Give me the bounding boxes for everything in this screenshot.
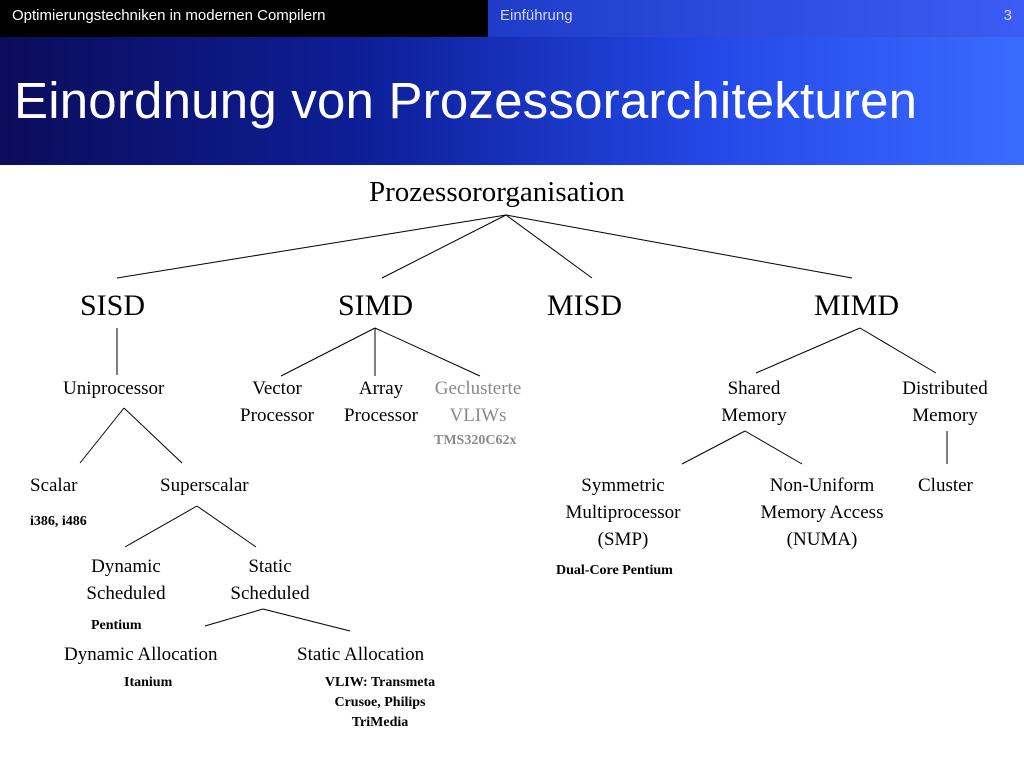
- edge-shared-smp: [681, 430, 746, 465]
- node-dynamic-scheduled: Dynamic Scheduled: [76, 553, 176, 607]
- node-mimd: MIMD: [814, 289, 900, 322]
- node-distributed-memory: Distributed Memory: [890, 375, 1000, 429]
- example-i386-i486: i386, i486: [30, 514, 87, 529]
- node-smp-line1: Symmetric: [581, 475, 665, 496]
- section-bar: Einführung 3: [488, 0, 1024, 37]
- node-geclusterte-line2: VLIWs: [449, 405, 507, 426]
- node-array-processor-line2: Processor: [344, 405, 418, 426]
- node-cluster: Cluster: [918, 475, 973, 496]
- node-scalar: Scalar: [30, 475, 78, 496]
- node-numa-line3: (NUMA): [786, 529, 858, 550]
- node-array-processor: Array Processor: [336, 375, 426, 429]
- node-smp-line2: Multiprocessor: [565, 502, 681, 523]
- node-static-allocation: Static Allocation: [297, 644, 425, 665]
- node-static-scheduled: Static Scheduled: [220, 553, 320, 607]
- node-dynamic-scheduled-line1: Dynamic: [91, 556, 161, 577]
- node-vector-processor-line2: Processor: [240, 405, 314, 426]
- edge-root-misd: [505, 214, 593, 279]
- example-dual-core-pentium: Dual-Core Pentium: [556, 563, 673, 578]
- example-vliw-line2: Crusoe, Philips: [334, 695, 426, 710]
- node-distributed-memory-line1: Distributed: [902, 378, 988, 399]
- node-dynamic-allocation: Dynamic Allocation: [64, 644, 218, 665]
- node-shared-memory: Shared Memory: [706, 375, 802, 429]
- section-title: Einführung: [500, 7, 573, 24]
- node-simd: SIMD: [338, 289, 414, 322]
- node-sisd: SISD: [80, 289, 146, 322]
- node-vector-processor-line1: Vector: [252, 378, 302, 399]
- node-static-scheduled-line1: Static: [248, 556, 292, 577]
- edge-root-simd: [381, 214, 507, 279]
- node-numa: Non-Uniform Memory Access (NUMA): [746, 472, 898, 553]
- node-geclusterte-vliws: Geclusterte VLIWs: [424, 375, 532, 429]
- example-itanium: Itanium: [124, 675, 173, 690]
- example-vliw-line3: TriMedia: [351, 715, 409, 730]
- node-root: Prozessororganisation: [369, 176, 625, 208]
- node-numa-line2: Memory Access: [760, 502, 884, 523]
- edge-simd-vector: [280, 327, 376, 377]
- example-pentium: Pentium: [91, 618, 142, 633]
- node-shared-memory-line1: Shared: [727, 378, 781, 399]
- node-vector-processor: Vector Processor: [232, 375, 322, 429]
- course-title: Optimierungstechniken in modernen Compil…: [0, 0, 488, 37]
- page-number: 3: [1003, 7, 1012, 24]
- node-shared-memory-line2: Memory: [721, 405, 787, 426]
- edge-superscalar-static: [196, 505, 257, 548]
- slide-title: Einordnung von Prozessorarchitekturen: [14, 72, 918, 129]
- node-smp-line3: (SMP): [597, 529, 649, 550]
- edge-mimd-distributed: [859, 327, 937, 374]
- title-banner: Einordnung von Prozessorarchitekturen: [0, 37, 1024, 165]
- example-vliw-line1: VLIW: Transmeta: [324, 675, 436, 690]
- node-misd: MISD: [547, 289, 623, 322]
- edge-shared-numa: [744, 430, 803, 465]
- node-dynamic-scheduled-line2: Scheduled: [86, 583, 166, 604]
- node-uniprocessor: Uniprocessor: [63, 378, 165, 399]
- node-smp: Symmetric Multiprocessor (SMP): [548, 472, 698, 553]
- edge-superscalar-dynamic: [124, 505, 198, 548]
- node-static-scheduled-line2: Scheduled: [230, 583, 310, 604]
- node-superscalar: Superscalar: [160, 475, 249, 496]
- example-vliw-transmeta: VLIW: Transmeta Crusoe, Philips TriMedia: [306, 673, 454, 733]
- node-numa-line1: Non-Uniform: [769, 475, 875, 496]
- edge-simd-geclusterte: [374, 327, 481, 377]
- example-tms320c62x: TMS320C62x: [434, 433, 517, 448]
- edge-static-dynalloc: [204, 608, 264, 627]
- slide-header-bar: Optimierungstechniken in modernen Compil…: [0, 0, 1024, 37]
- edge-mimd-shared: [755, 327, 861, 374]
- node-distributed-memory-line2: Memory: [912, 405, 978, 426]
- edge-root-sisd: [116, 214, 507, 279]
- edge-uni-scalar: [79, 407, 125, 464]
- node-array-processor-line1: Array: [358, 378, 404, 399]
- edge-static-statalloc: [262, 608, 351, 632]
- edge-uni-superscalar: [123, 407, 183, 464]
- node-geclusterte-line1: Geclusterte: [434, 378, 522, 399]
- edge-root-mimd: [505, 214, 853, 279]
